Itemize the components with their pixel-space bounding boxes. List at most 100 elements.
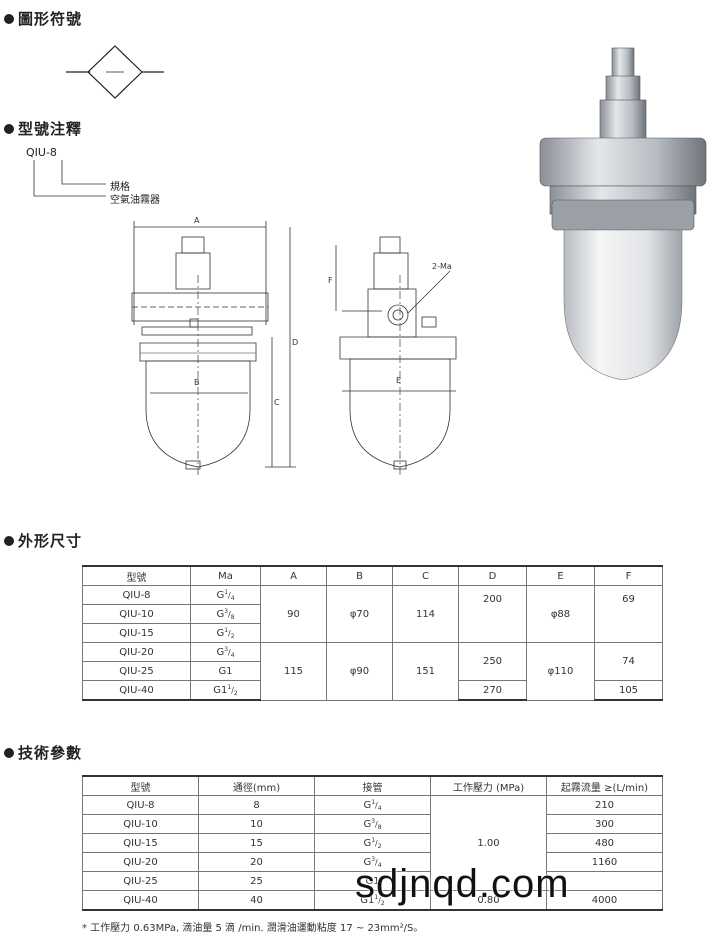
section-title-specs: 技術參數	[4, 742, 82, 763]
specs-table: 型號 通徑(mm) 接管 工作壓力 (MPa) 起霧流量 ≥(L/min) QI…	[82, 775, 663, 911]
cell-flow: 300	[546, 814, 663, 834]
cell-d: 270	[458, 680, 527, 701]
label-b: B	[194, 378, 200, 387]
col-header-d: D	[458, 565, 527, 586]
cell-f: 105	[594, 680, 663, 701]
cell-ma: G3/8	[190, 604, 261, 624]
cell-model: QIU-8	[82, 795, 199, 815]
cell-a: 90	[260, 585, 327, 643]
cell-model: QIU-25	[82, 661, 191, 681]
cell-b: φ70	[326, 585, 393, 643]
cell-pipe: G1	[314, 871, 431, 891]
col-header-pipe: 接管	[314, 775, 431, 796]
cell-c: 151	[392, 642, 459, 701]
cell-pressure: 1.00	[430, 795, 547, 891]
bullet-icon	[4, 536, 14, 546]
section-title-symbol: 圖形符號	[4, 8, 82, 29]
label-c: C	[274, 398, 280, 407]
col-header-model: 型號	[82, 775, 199, 796]
watermark: sdjnqd.com	[355, 862, 570, 906]
bullet-icon	[4, 14, 14, 24]
cell-bore: 20	[198, 852, 315, 872]
lubricator-product-photo	[539, 47, 707, 380]
col-header-f: F	[594, 565, 663, 586]
label-f: F	[328, 276, 333, 285]
bullet-icon	[4, 748, 14, 758]
cell-bore: 15	[198, 833, 315, 853]
cell-pipe: G3/4	[314, 852, 431, 872]
dimensions-table: 型號 Ma A B C D E F QIU-8 G1/4 90 φ70 114 …	[82, 565, 663, 701]
col-header-c: C	[392, 565, 459, 586]
label-ma: 2-Ma	[432, 262, 452, 271]
cell-ma: G11/2	[190, 680, 261, 701]
section-title-dimensions: 外形尺寸	[4, 530, 82, 551]
cell-f: 74	[594, 642, 663, 681]
table-header-row: 型號 Ma A B C D E F	[82, 565, 663, 586]
cell-e: φ110	[526, 642, 595, 701]
cell-model: QIU-10	[82, 604, 191, 624]
cell-ma: G1/4	[190, 585, 261, 605]
cell-bore: 8	[198, 795, 315, 815]
col-header-e: E	[526, 565, 595, 586]
cell-pipe: G3/8	[314, 814, 431, 834]
table-row: QIU-8 8 G1/4 1.00 210	[82, 795, 663, 891]
cell-model: QIU-20	[82, 852, 199, 872]
table-row: QIU-25 G1	[82, 661, 663, 681]
cell-f: 69	[594, 585, 663, 643]
cell-flow: 4000	[546, 890, 663, 911]
label-a: A	[194, 216, 200, 225]
section-title-model-note: 型號注釋	[4, 118, 82, 139]
col-header-b: B	[326, 565, 393, 586]
label-e: E	[396, 376, 401, 385]
cell-model: QIU-15	[82, 833, 199, 853]
table-row: QIU-15 15 G1/2 480	[82, 833, 663, 853]
table-row: QIU-20 G3/4 115 φ90 151 250 φ110 74	[82, 642, 663, 701]
table-row: QIU-25 25 G1	[82, 871, 663, 891]
cell-model: QIU-15	[82, 623, 191, 643]
col-header-model: 型號	[82, 565, 191, 586]
col-header-ma: Ma	[190, 565, 261, 586]
table-row: QIU-10 10 G3/8 300	[82, 814, 663, 834]
table-row: QIU-8 G1/4 90 φ70 114 200 φ88 69	[82, 585, 663, 643]
cell-pipe: G1/4	[314, 795, 431, 815]
bullet-icon	[4, 124, 14, 134]
cell-model: QIU-8	[82, 585, 191, 605]
cell-ma: G1/2	[190, 623, 261, 643]
table-row: QIU-40 40 G11/2 0.80 4000	[82, 890, 663, 911]
model-code-example: QIU-8	[26, 146, 57, 159]
cell-ma: G3/4	[190, 642, 261, 662]
cell-ma: G1	[190, 661, 261, 681]
cell-model: QIU-25	[82, 871, 199, 891]
table-row: QIU-20 20 G3/4 1160	[82, 852, 663, 872]
cell-flow: 480	[546, 833, 663, 853]
cell-bore: 10	[198, 814, 315, 834]
cell-model: QIU-20	[82, 642, 191, 662]
cell-bore: 25	[198, 871, 315, 891]
dimension-drawings: A B C D E F 2-Ma	[131, 216, 457, 475]
cell-model: QIU-40	[82, 680, 191, 701]
table-row: QIU-40 G11/2 270 105	[82, 680, 663, 701]
col-header-pressure: 工作壓力 (MPa)	[430, 775, 547, 796]
table-header-row: 型號 通徑(mm) 接管 工作壓力 (MPa) 起霧流量 ≥(L/min)	[82, 775, 663, 796]
cell-d: 200	[458, 585, 527, 643]
col-header-flow: 起霧流量 ≥(L/min)	[546, 775, 663, 796]
spec-label: 規格	[110, 182, 130, 193]
lubricator-symbol-diagram	[66, 45, 164, 99]
cell-bore: 40	[198, 890, 315, 911]
footnote: * 工作壓力 0.63MPa, 滴油量 5 滴 /min. 潤滑油運動粘度 17…	[82, 923, 424, 934]
cell-c: 114	[392, 585, 459, 643]
cell-flow: 210	[546, 795, 663, 815]
cell-flow	[546, 871, 663, 891]
col-header-bore: 通徑(mm)	[198, 775, 315, 796]
cell-pipe: G1/2	[314, 833, 431, 853]
cell-d: 250	[458, 642, 527, 681]
cell-a: 115	[260, 642, 327, 701]
col-header-a: A	[260, 565, 327, 586]
cell-b: φ90	[326, 642, 393, 701]
cell-e: φ88	[526, 585, 595, 643]
cell-model: QIU-10	[82, 814, 199, 834]
cell-model: QIU-40	[82, 890, 199, 911]
cell-pipe: G11/2	[314, 890, 431, 911]
product-name-label: 空氣油霧器	[110, 195, 160, 206]
model-note-leader-lines	[33, 160, 106, 197]
